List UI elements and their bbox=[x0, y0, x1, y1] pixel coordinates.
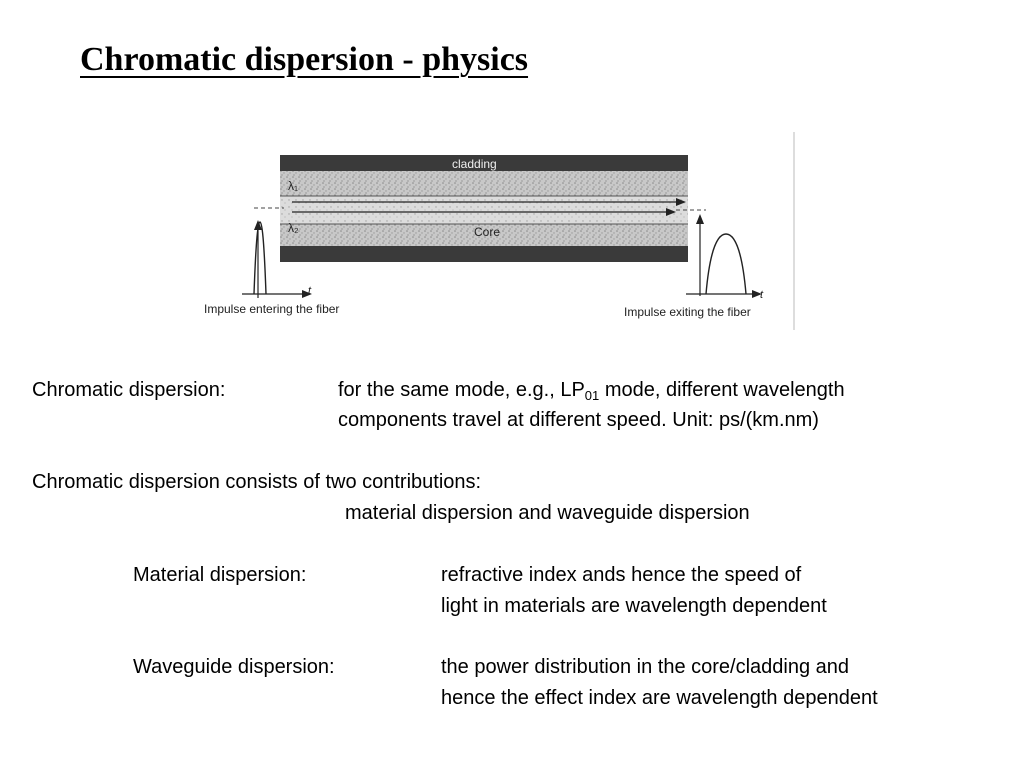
caption-exiting: Impulse exiting the fiber bbox=[624, 305, 751, 319]
fiber-diagram: cladding λ₁ λ₂ Core t Impulse entering t… bbox=[204, 132, 795, 330]
top-jacket bbox=[280, 155, 688, 171]
caption-entering: Impulse entering the fiber bbox=[204, 302, 339, 316]
input-impulse bbox=[253, 221, 267, 295]
material-definition-line1: refractive index ands hence the speed of bbox=[441, 564, 802, 586]
fiber-dispersion-figure: cladding λ₁ λ₂ Core t Impulse entering t… bbox=[196, 128, 800, 338]
cd-definition-line2: components travel at different speed. Un… bbox=[338, 409, 819, 431]
lp-subscript: 01 bbox=[584, 388, 600, 403]
cd-label: Chromatic dispersion: bbox=[32, 379, 226, 401]
right-t-label: t bbox=[760, 289, 764, 301]
slide-title: Chromatic dispersion - physics bbox=[80, 41, 529, 78]
core-region bbox=[280, 196, 688, 224]
contributions-heading: Chromatic dispersion consists of two con… bbox=[32, 471, 482, 493]
bottom-jacket bbox=[280, 246, 688, 262]
cladding-label: cladding bbox=[452, 157, 497, 171]
waveguide-definition-line2: hence the effect index are wavelength de… bbox=[441, 687, 878, 709]
cd-def-post: mode, different wavelength bbox=[599, 379, 845, 401]
waveguide-definition-line1: the power distribution in the core/cladd… bbox=[441, 656, 850, 678]
left-t-label: t bbox=[308, 285, 312, 297]
output-impulse bbox=[705, 233, 747, 295]
cladding-region-top bbox=[280, 171, 688, 196]
waveguide-dispersion-label: Waveguide dispersion: bbox=[133, 656, 335, 678]
contributions-list: material dispersion and waveguide disper… bbox=[345, 502, 750, 524]
core-label: Core bbox=[474, 225, 500, 239]
cd-def-pre: for the same mode, e.g., LP bbox=[338, 379, 585, 401]
material-definition-line2: light in materials are wavelength depend… bbox=[441, 595, 827, 617]
lambda1-label: λ₁ bbox=[288, 179, 298, 193]
cladding-region-bottom bbox=[280, 224, 688, 246]
cd-definition-line1: for the same mode, e.g., LP01 mode, diff… bbox=[338, 378, 845, 402]
lambda2-label: λ₂ bbox=[288, 221, 299, 235]
material-dispersion-label: Material dispersion: bbox=[133, 564, 307, 586]
